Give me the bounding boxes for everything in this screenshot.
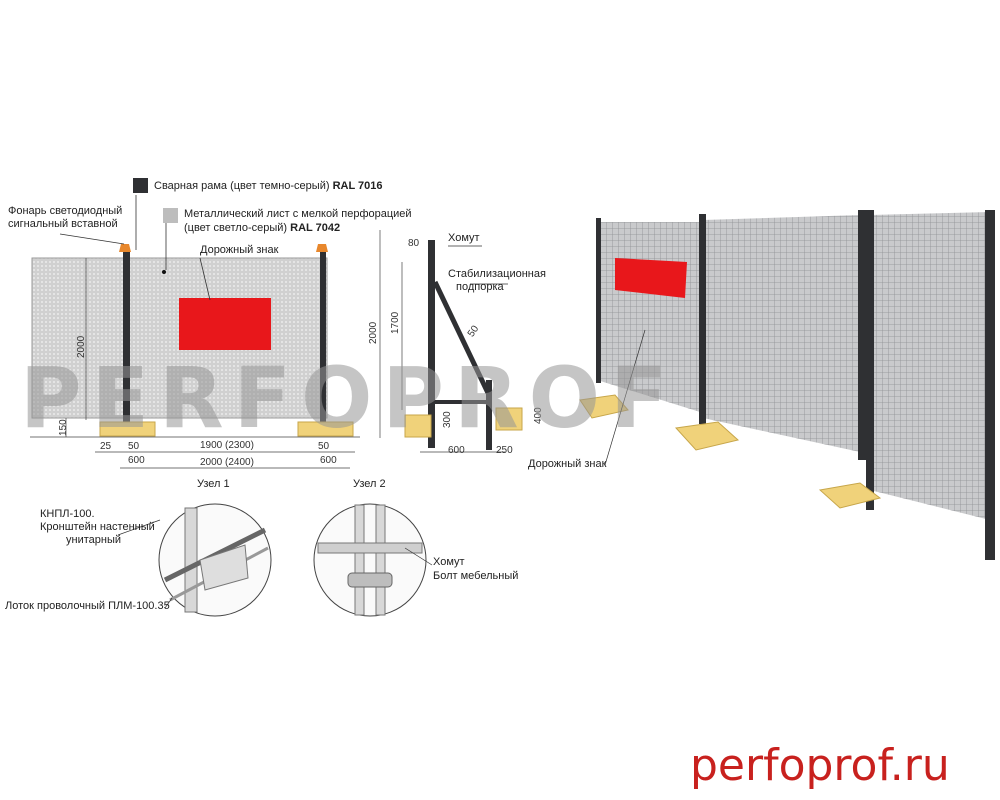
post-5 [985, 210, 995, 560]
stabilizer-strut [432, 280, 491, 395]
node-1-detail [158, 503, 272, 617]
knpl-label-2: Кронштейн настенный [40, 521, 155, 533]
node1-label: Узел 1 [197, 478, 230, 490]
road-sign-front [179, 298, 271, 350]
sheet-ral: RAL 7042 [290, 222, 341, 234]
knpl-label-3: унитарный [66, 534, 121, 546]
frame-color-swatch [133, 178, 148, 193]
dim-total: 2000 (2400) [200, 457, 254, 468]
sheet-color-swatch [163, 208, 178, 223]
site-url: perfoprof.ru [690, 740, 950, 791]
dim-side-80: 80 [408, 238, 420, 249]
dim-600-left: 600 [128, 455, 145, 466]
dim-25: 25 [100, 441, 112, 452]
stabilizer-foot [486, 380, 492, 450]
side-view [379, 230, 523, 453]
watermark: PERFOPROF [20, 358, 678, 438]
panel-3-mesh [870, 212, 990, 520]
sheet-label-text: (цвет светло-серый) [184, 222, 288, 234]
sheet-label-line2: (цвет светло-серый) RAL 7042 [184, 222, 340, 235]
dim-side-2000: 2000 [368, 321, 379, 344]
base-3d-1 [579, 394, 629, 419]
side-post [428, 240, 435, 448]
dim-50-left: 50 [128, 441, 140, 452]
node2-label: Узел 2 [353, 478, 386, 490]
road-sign-3d [615, 258, 687, 298]
post-4 [866, 210, 874, 510]
post-2 [699, 214, 706, 424]
bolt-label: Болт мебельный [433, 570, 519, 582]
fence-3d-view [579, 210, 995, 560]
panel-2-mesh [703, 215, 860, 452]
side-base-left [404, 414, 432, 438]
road-sign-label: Дорожный знак [200, 244, 279, 256]
support-label-1: Стабилизационная [448, 268, 546, 280]
frame-label: Сварная рама (цвет темно-серый) RAL 7016 [154, 180, 383, 193]
frame-ral: RAL 7016 [332, 180, 383, 192]
base-3d-3 [818, 482, 882, 509]
base-block-right [297, 421, 354, 437]
support-label-2: подпорка [456, 281, 504, 293]
clamp2-label: Хомут [433, 556, 465, 568]
frame-label-text: Сварная рама (цвет темно-серый) [154, 180, 330, 192]
lamp-label-2: сигнальный вставной [8, 218, 118, 230]
lamp-label-1: Фонарь светодиодный [8, 205, 123, 217]
lamp-right [316, 244, 328, 252]
side-base-right [495, 407, 523, 431]
road-sign-photo-label: Дорожный знак [528, 458, 607, 470]
dim-front-height: 2000 [76, 335, 87, 358]
lamp-left [119, 244, 131, 252]
frame-post-left [123, 250, 130, 435]
base-3d-2 [674, 421, 740, 451]
dim-side-1700: 1700 [390, 311, 401, 334]
dim-side-600: 600 [448, 445, 465, 456]
dim-600-right: 600 [320, 455, 337, 466]
dim-side-250: 250 [496, 445, 513, 456]
dim-span: 1900 (2300) [200, 440, 254, 451]
frame-post-right [320, 250, 326, 435]
post-1 [596, 218, 601, 383]
sheet-label-line1: Металлический лист с мелкой перфорацией [184, 208, 412, 220]
post-3 [858, 210, 866, 460]
tray-label: Лоток проволочный ПЛМ-100.35 [5, 600, 170, 612]
front-view [30, 195, 360, 469]
dim-50-right: 50 [318, 441, 330, 452]
base-block-left [99, 421, 156, 437]
knpl-label-1: КНПЛ-100. [40, 508, 95, 520]
clamp-label: Хомут [448, 232, 480, 244]
node-2-detail [313, 503, 433, 617]
